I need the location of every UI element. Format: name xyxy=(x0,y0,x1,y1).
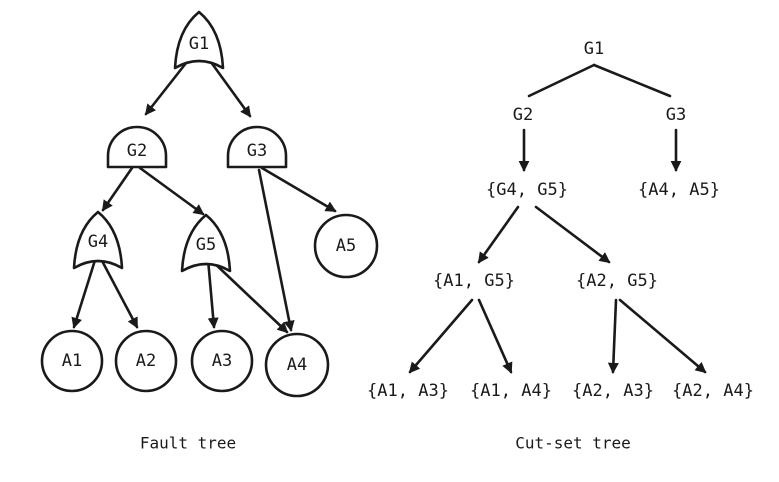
gate-g4-label: G4 xyxy=(88,232,108,252)
cutset-tree-caption: Cut-set tree xyxy=(515,434,631,453)
cutset-edge-c-a1g5-c-a1a3 xyxy=(408,298,474,374)
gate-g1: G1 xyxy=(173,10,225,70)
cutset-tree-edges xyxy=(408,63,707,374)
cutset-edge-c-a2g5-c-a2a3 xyxy=(607,298,619,374)
cutset-node-a2-a4: {A2, A4} xyxy=(672,381,754,401)
event-a5-label: A5 xyxy=(336,236,356,256)
cutset-node-a4-a5: {A4, A5} xyxy=(638,180,720,200)
event-a3-label: A3 xyxy=(212,351,232,371)
gate-g2-label: G2 xyxy=(127,141,147,161)
event-a5: A5 xyxy=(313,213,379,279)
cutset-edge-c-g4g5-c-a1g5 xyxy=(477,205,520,264)
cutset-node-a1-g5: {A1, G5} xyxy=(433,271,515,291)
fault-tree-caption: Fault tree xyxy=(140,434,236,453)
gate-g4: G4 xyxy=(72,210,124,270)
event-a2-label: A2 xyxy=(136,351,156,371)
fault-tree: G1 G2 G3 G4 G5 A1 A2 xyxy=(40,10,379,398)
cutset-node-a2-g5: {A2, G5} xyxy=(576,271,658,291)
fault-tree-edge-g1-g3 xyxy=(206,56,252,118)
cutset-node-a2-a3: {A2, A3} xyxy=(572,381,654,401)
cutset-node-g4-g5: {G4, G5} xyxy=(486,180,568,200)
fault-tree-edge-g2-g5 xyxy=(138,166,205,216)
gate-g5: G5 xyxy=(180,213,232,273)
fault-tree-edge-g3-a4 xyxy=(257,168,295,332)
fault-tree-edge-g3-a5 xyxy=(260,166,337,213)
fault-tree-edges xyxy=(71,56,337,334)
fault-tree-edge-g5-a3 xyxy=(206,257,219,329)
cutset-edge-c-a2g5-c-a2a4 xyxy=(618,298,707,374)
event-a2: A2 xyxy=(114,329,178,393)
fault-tree-edge-g4-a1 xyxy=(71,255,98,329)
event-a4-label: A4 xyxy=(287,355,307,375)
cutset-node-a1-a4: {A1, A4} xyxy=(470,381,552,401)
cutset-node-g3: G3 xyxy=(666,105,686,125)
cutset-node-g1: G1 xyxy=(584,39,604,59)
fault-tree-edge-g4-a2 xyxy=(98,255,139,329)
cutset-edge-c-g4g5-c-a2g5 xyxy=(534,205,611,264)
fault-tree-edge-g5-a4 xyxy=(208,257,289,334)
cutset-edge-c-g1-c-g2 xyxy=(527,63,596,98)
cutset-node-a1-a3: {A1, A3} xyxy=(367,381,449,401)
gate-g3-label: G3 xyxy=(247,141,267,161)
cutset-node-g2: G2 xyxy=(513,105,533,125)
cutset-edge-c-g1-c-g3 xyxy=(592,63,672,98)
event-a1-label: A1 xyxy=(62,351,82,371)
cutset-tree: G1 G2 G3 {G4, G5} {A4, A5} {A1, G5} {A2,… xyxy=(367,39,754,401)
gate-g3: G3 xyxy=(226,125,288,169)
fault-tree-edge-g2-g4 xyxy=(101,166,134,212)
cutset-edge-c-a1g5-c-a1a4 xyxy=(477,298,513,374)
gate-g5-label: G5 xyxy=(196,235,216,255)
event-a1: A1 xyxy=(40,329,104,393)
fault-tree-edge-g1-g2 xyxy=(144,56,192,116)
event-a4: A4 xyxy=(264,332,330,398)
gate-g2: G2 xyxy=(106,125,168,169)
event-a3: A3 xyxy=(190,329,254,393)
gate-g1-label: G1 xyxy=(189,34,209,54)
